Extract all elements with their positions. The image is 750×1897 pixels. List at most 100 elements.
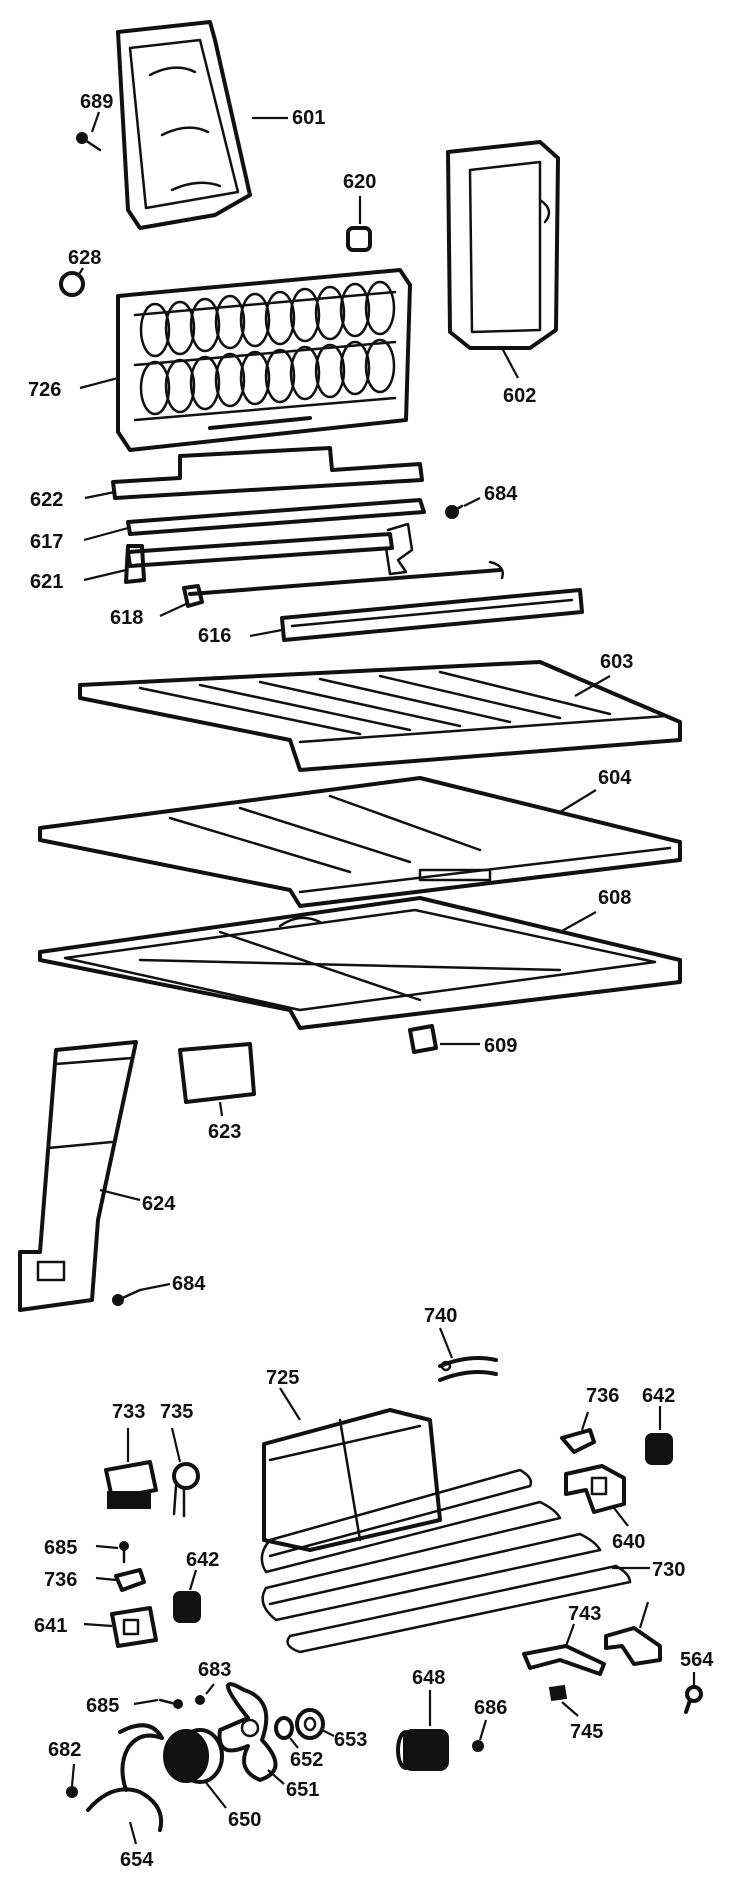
label-730: 730 — [652, 1559, 685, 1581]
leader-725 — [279, 1387, 301, 1421]
part-650-fan-motor — [163, 1728, 224, 1784]
leader-622 — [84, 490, 116, 500]
part-641-bracket — [110, 1606, 158, 1648]
leader-684b — [139, 1282, 171, 1292]
leader-685b — [133, 1698, 159, 1706]
leader-621 — [83, 568, 127, 582]
label-621: 621 — [30, 571, 63, 593]
label-736b: 736 — [586, 1385, 619, 1407]
label-735: 735 — [160, 1401, 193, 1423]
part-652-washer — [274, 1716, 294, 1740]
part-618-rod — [182, 560, 504, 608]
part-725-compressor — [262, 1408, 442, 1552]
part-685-screw-lower — [158, 1698, 183, 1709]
label-601: 601 — [292, 107, 325, 129]
part-623-cover — [178, 1042, 256, 1104]
leader-651 — [267, 1769, 285, 1785]
part-745-pad — [548, 1684, 568, 1702]
label-685b: 685 — [86, 1695, 119, 1717]
label-642b: 642 — [186, 1549, 219, 1571]
part-684-screw-lower — [112, 1288, 142, 1306]
label-684b: 684 — [172, 1273, 206, 1295]
label-640: 640 — [612, 1531, 645, 1553]
leader-624 — [99, 1188, 141, 1202]
label-650: 650 — [228, 1809, 261, 1831]
leader-654 — [128, 1821, 138, 1845]
label-689: 689 — [80, 91, 113, 113]
part-617-heater-strip — [126, 498, 426, 536]
label-651: 651 — [286, 1779, 319, 1801]
leader-736a — [95, 1576, 117, 1582]
leader-617 — [83, 526, 129, 542]
leader-603 — [574, 675, 611, 697]
part-640-bracket — [564, 1464, 626, 1514]
leader-682 — [70, 1763, 76, 1787]
part-689-screw — [76, 132, 102, 152]
part-616-rail — [280, 588, 584, 642]
part-564-screw — [684, 1685, 703, 1714]
label-685a: 685 — [44, 1537, 77, 1559]
part-736-bracket-right — [560, 1428, 596, 1454]
part-644-bracket — [604, 1626, 662, 1666]
label-733: 733 — [112, 1401, 145, 1423]
leader-604 — [559, 789, 597, 813]
label-642a: 642 — [642, 1385, 675, 1407]
part-686-screw — [472, 1740, 484, 1752]
part-602-housing — [446, 140, 560, 350]
part-648-capacitor — [396, 1729, 449, 1771]
leader-689 — [90, 111, 101, 133]
leader-743 — [564, 1623, 576, 1647]
part-735-switch — [172, 1462, 200, 1518]
label-616: 616 — [198, 625, 231, 647]
leader-726 — [79, 376, 119, 390]
part-684-screw-upper — [445, 504, 464, 519]
label-683: 683 — [198, 1659, 231, 1681]
leader-602 — [501, 347, 519, 379]
label-684a: 684 — [484, 483, 518, 505]
part-621-bracket — [124, 522, 414, 584]
leader-608 — [559, 911, 597, 933]
part-685-screw-upper — [119, 1541, 129, 1564]
leader-685a — [95, 1544, 119, 1550]
part-642-relay-right — [645, 1433, 673, 1465]
label-743: 743 — [568, 1603, 601, 1625]
label-622: 622 — [30, 489, 63, 511]
leader-740 — [438, 1327, 454, 1359]
part-608-pan — [38, 896, 682, 1030]
label-620: 620 — [343, 171, 376, 193]
label-726: 726 — [28, 379, 61, 401]
label-624: 624 — [142, 1193, 176, 1215]
part-651-fan-blade — [217, 1682, 278, 1782]
label-736a: 736 — [44, 1569, 77, 1591]
label-603: 603 — [600, 651, 633, 673]
part-604-shelf — [38, 776, 682, 908]
part-622-trough — [111, 446, 424, 500]
leader-641 — [83, 1622, 113, 1628]
part-601-cover-panel — [116, 20, 252, 230]
label-623: 623 — [208, 1121, 241, 1143]
part-682-screw — [66, 1786, 78, 1798]
part-624-duct — [18, 1040, 138, 1312]
part-654-bracket — [86, 1723, 164, 1832]
leader-735 — [170, 1427, 182, 1463]
part-603-shelf — [78, 660, 682, 772]
label-652: 652 — [290, 1749, 323, 1771]
part-653-grommet — [295, 1708, 325, 1740]
part-609-clip — [408, 1024, 438, 1054]
leader-684a — [463, 497, 481, 507]
label-654: 654 — [120, 1849, 154, 1871]
part-730-condenser — [260, 1468, 632, 1654]
label-618: 618 — [110, 607, 143, 629]
part-740-clip — [438, 1356, 498, 1382]
leader-616 — [249, 628, 283, 638]
part-620-cap — [346, 226, 372, 252]
leader-628 — [77, 267, 84, 277]
leader-736b — [580, 1411, 590, 1431]
leader-652 — [289, 1737, 299, 1749]
part-736-bracket-left — [114, 1568, 146, 1592]
part-726-evaporator-coil — [116, 268, 412, 452]
label-745: 745 — [570, 1721, 603, 1743]
label-686: 686 — [474, 1697, 507, 1719]
label-740: 740 — [424, 1305, 457, 1327]
